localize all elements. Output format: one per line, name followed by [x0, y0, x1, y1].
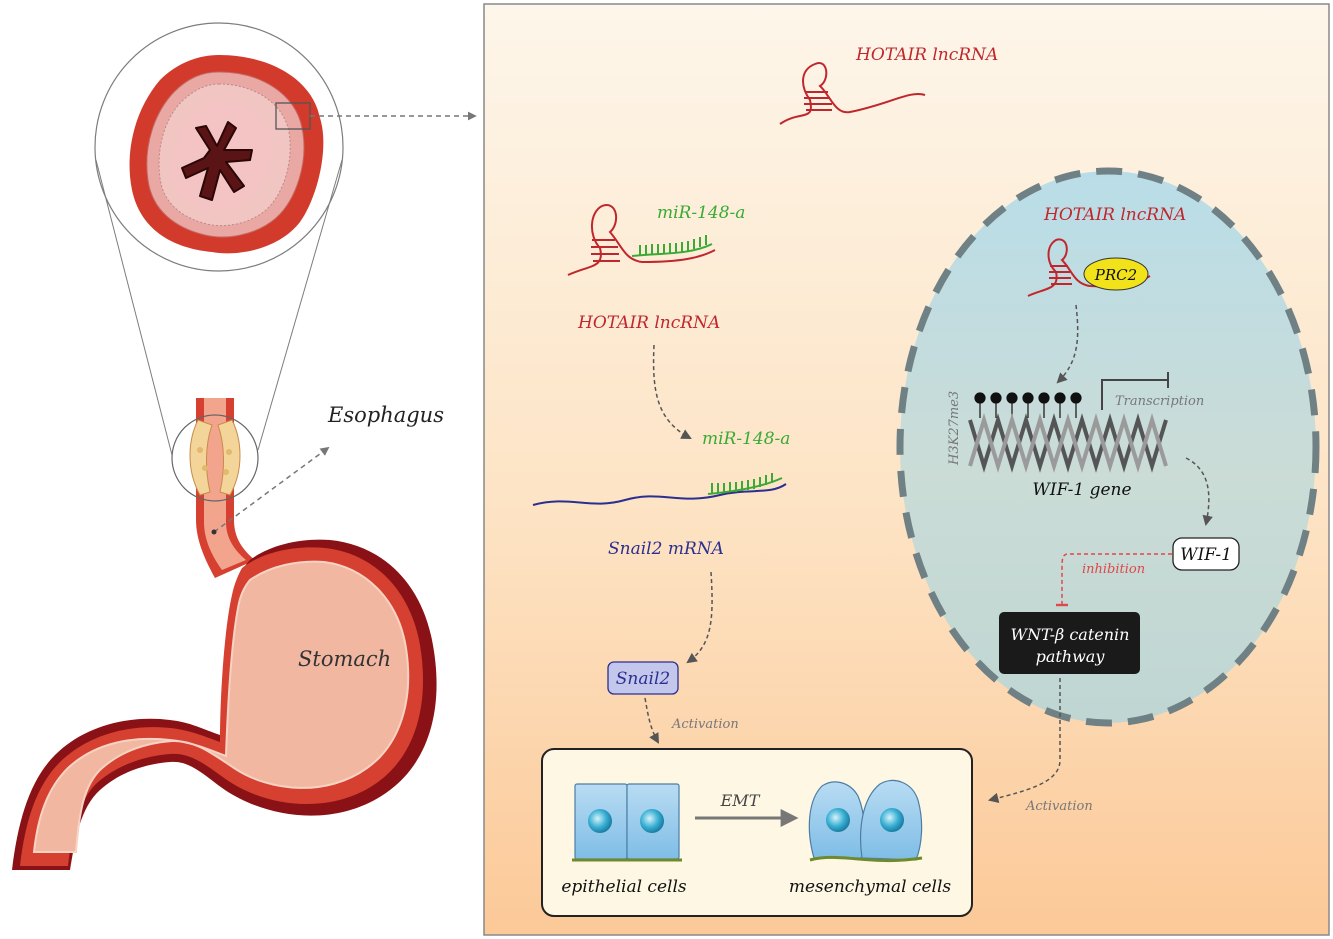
- mesenchymal-label: mesenchymal cells: [789, 877, 952, 897]
- wif1-label: WIF-1: [1180, 545, 1232, 565]
- stomach-label: Stomach: [298, 647, 391, 671]
- rna-hairpin-icon: [567, 204, 716, 276]
- wnt-line1: WNT-β catenin: [1011, 625, 1130, 644]
- wif-gene-label: WIF-1 gene: [1032, 480, 1131, 500]
- cell-nucleus-icon: [880, 808, 904, 832]
- cell-nucleus-icon: [588, 809, 612, 833]
- mir-strand-a: [631, 235, 713, 257]
- hotair-mid-label: HOTAIR lncRNA: [577, 313, 720, 333]
- dna-helix-icon: [968, 413, 1168, 473]
- esophagus-label: Esophagus: [327, 403, 444, 427]
- snail2-protein-box: [607, 661, 679, 695]
- hotair-nucleus-label: HOTAIR lncRNA: [1043, 205, 1186, 225]
- snail2-mrna-label: Snail2 mRNA: [608, 539, 724, 559]
- esophagus-cross-section: [94, 22, 344, 272]
- nucleus: [896, 167, 1320, 727]
- methyl-mark-icon: [974, 392, 1082, 418]
- activation-left-label: Activation: [671, 717, 739, 732]
- mir-a-label: miR-148-a: [657, 203, 745, 223]
- transcription-block-icon: [1101, 372, 1169, 410]
- arrow-mrna-to-snail2: [686, 571, 713, 664]
- cell-nucleus-icon: [826, 808, 850, 832]
- esophagus-tumor-zoom: [171, 414, 259, 502]
- stomach-anatomy: [12, 398, 437, 870]
- hotair-top-label: HOTAIR lncRNA: [855, 45, 998, 65]
- activation-right-label: Activation: [1025, 799, 1093, 814]
- zoom-line-left: [95, 159, 173, 456]
- rna-hairpin-icon: [779, 62, 926, 125]
- esophagus-pointer: [213, 446, 330, 533]
- wif1-box: [1172, 537, 1240, 571]
- prc2-label: PRC2: [1094, 266, 1137, 284]
- arrow-hotair-to-mir: [652, 344, 692, 439]
- arrow-gene-to-wif1: [1185, 457, 1213, 527]
- epithelial-label: epithelial cells: [561, 877, 687, 897]
- transcription-label: Transcription: [1115, 394, 1204, 409]
- mir-strand-b: [707, 473, 783, 495]
- prc2-complex: [1083, 257, 1149, 291]
- wnt-pathway-box: [999, 612, 1140, 674]
- zoom-line-right: [257, 159, 343, 451]
- snail2-label: Snail2: [616, 669, 670, 689]
- h3k27-label: H3K27me3: [947, 391, 962, 466]
- snail2-mrna-strand: [532, 483, 787, 506]
- emt-label: EMT: [720, 791, 761, 810]
- mir-b-label: miR-148-a: [702, 429, 790, 449]
- arrow-prc2-to-gene: [1056, 304, 1079, 384]
- mesenchymal-cells: [808, 779, 923, 863]
- wnt-line2: pathway: [1036, 647, 1106, 666]
- cell-nucleus-icon: [640, 809, 664, 833]
- epithelial-cells: [572, 783, 682, 862]
- inhibition-label: inhibition: [1082, 562, 1145, 577]
- arrow-snail2-to-emt: [644, 697, 660, 744]
